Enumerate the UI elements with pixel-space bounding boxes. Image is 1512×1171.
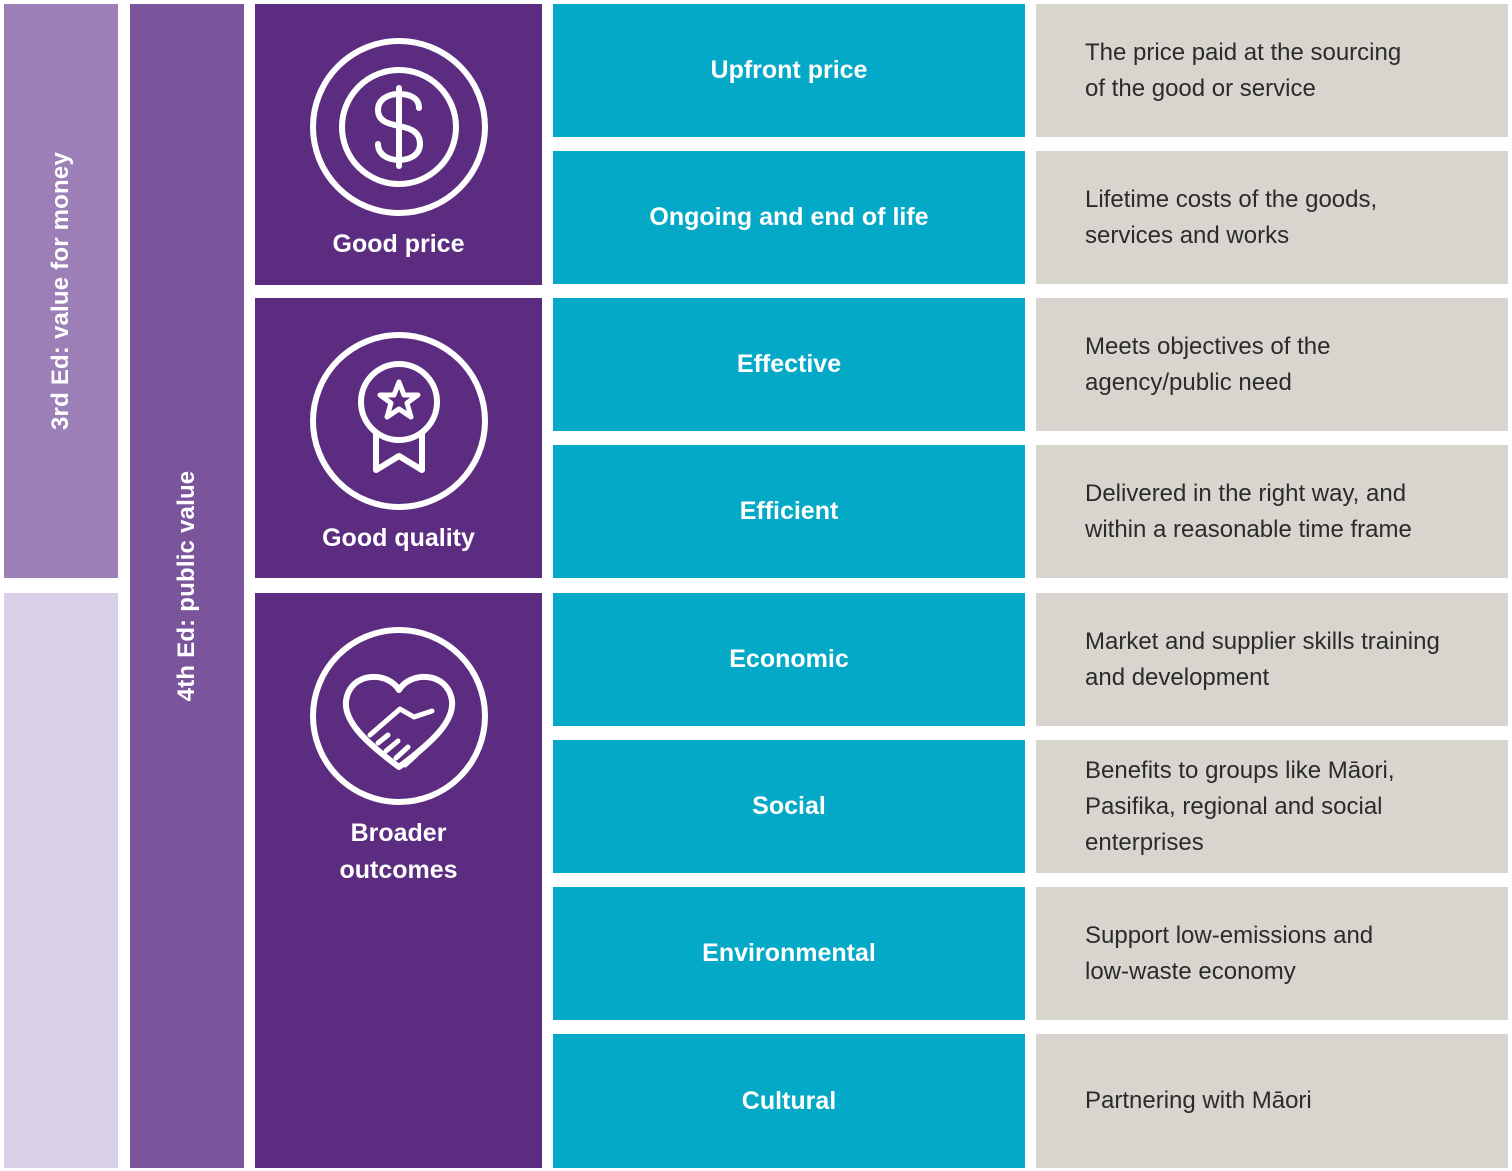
row-description: Meets objectives of the agency/public ne… bbox=[1036, 298, 1508, 431]
description-line: Delivered in the right way, and bbox=[1085, 479, 1407, 507]
row-name-economic: Economic bbox=[553, 593, 1025, 726]
description-line: services and works bbox=[1085, 221, 1290, 249]
row-description: Support low-emissions and low-waste econ… bbox=[1036, 887, 1508, 1020]
description-line: enterprises bbox=[1085, 828, 1204, 856]
category-label-line1: Broader bbox=[350, 819, 447, 847]
row-description: Benefits to groups like Māori, Pasifika,… bbox=[1036, 740, 1508, 873]
band-3rd-edition: 3rd Ed: value for money bbox=[4, 4, 118, 578]
row-description: Market and supplier skills training and … bbox=[1036, 593, 1508, 726]
description-line: within a reasonable time frame bbox=[1085, 515, 1412, 543]
description-line: Meets objectives of the bbox=[1085, 332, 1331, 360]
row-name-efficient: Efficient bbox=[553, 445, 1025, 578]
description-line: Benefits to groups like Māori, bbox=[1085, 756, 1395, 784]
row-name-environmental: Environmental bbox=[553, 887, 1025, 1020]
description-line: Lifetime costs of the goods, bbox=[1085, 185, 1378, 213]
category-good-quality: Good quality bbox=[255, 298, 542, 578]
row-description: Delivered in the right way, and within a… bbox=[1036, 445, 1508, 578]
description-line: The price paid at the sourcing bbox=[1085, 38, 1402, 66]
description-line: Pasifika, regional and social bbox=[1085, 792, 1383, 820]
description-line: Partnering with Māori bbox=[1085, 1087, 1312, 1114]
award-ribbon-icon bbox=[308, 330, 490, 512]
row-name-ongoing-end-of-life: Ongoing and end of life bbox=[553, 151, 1025, 284]
row-description: Lifetime costs of the goods, services an… bbox=[1036, 151, 1508, 284]
row-name-cultural: Cultural bbox=[553, 1034, 1025, 1168]
row-description: The price paid at the sourcing of the go… bbox=[1036, 4, 1508, 137]
category-good-price: Good price bbox=[255, 4, 542, 285]
category-label: Good price bbox=[332, 230, 465, 258]
description-line: Market and supplier skills training bbox=[1085, 627, 1440, 655]
description-line: Support low-emissions and bbox=[1085, 921, 1374, 949]
band-3rd-edition-empty bbox=[4, 593, 118, 1168]
row-name-social: Social bbox=[553, 740, 1025, 873]
dollar-coin-icon bbox=[308, 36, 490, 218]
description-line: and development bbox=[1085, 663, 1270, 691]
category-label: Good quality bbox=[322, 524, 475, 552]
band-3rd-edition-label: 3rd Ed: value for money bbox=[47, 152, 74, 430]
row-name-upfront-price: Upfront price bbox=[553, 4, 1025, 137]
row-description: Partnering with Māori bbox=[1036, 1034, 1508, 1168]
band-4th-edition: 4th Ed: public value bbox=[130, 4, 244, 1168]
description-line: low-waste economy bbox=[1085, 957, 1296, 985]
category-label-line2: outcomes bbox=[339, 856, 458, 884]
category-broader-outcomes: Broader outcomes bbox=[255, 593, 542, 1168]
description-line: agency/public need bbox=[1085, 368, 1292, 396]
row-name-effective: Effective bbox=[553, 298, 1025, 431]
heart-handshake-icon bbox=[308, 625, 490, 807]
description-line: of the good or service bbox=[1085, 74, 1316, 102]
band-4th-edition-label: 4th Ed: public value bbox=[173, 470, 200, 702]
